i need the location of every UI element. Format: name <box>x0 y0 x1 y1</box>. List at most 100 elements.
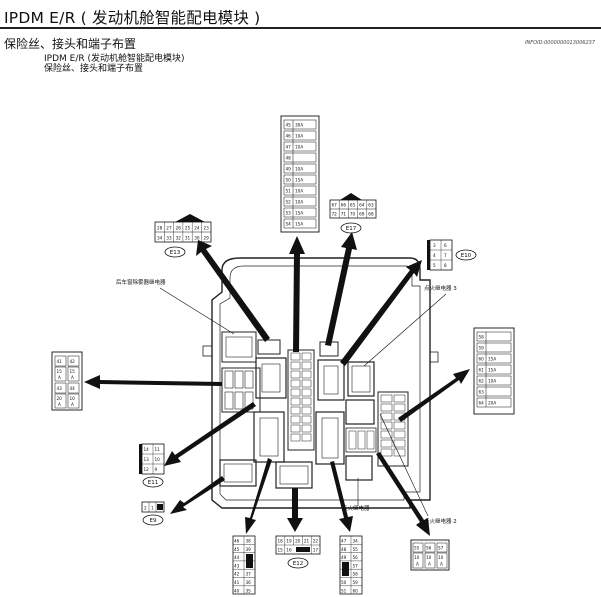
fuse-number: 49 <box>286 167 292 172</box>
terminal-pin: 43 <box>234 563 240 568</box>
e13-pin: 27 <box>166 226 172 231</box>
fuse-number: 52 <box>286 200 292 205</box>
e11-pin: 11 <box>155 447 161 452</box>
connector-e12: 18 19 20 21 22 15 16 17 E12 <box>275 535 321 569</box>
ipdm-housing <box>202 257 439 509</box>
fuse-unit: A <box>71 402 74 407</box>
terminal-pin: 38 <box>246 539 252 544</box>
terminal-pin: 57 <box>353 563 359 568</box>
section-heading: 保险丝、接头和端子布置 <box>4 37 137 51</box>
e10-pin: 3 <box>433 243 436 248</box>
fuse-number: 53 <box>286 211 292 216</box>
fuse-rating: 30A <box>295 123 303 128</box>
fuse-number: 59 <box>479 346 485 351</box>
e13-pin: 33 <box>166 236 172 241</box>
e12-pin: 19 <box>286 539 292 544</box>
e11-label: E11 <box>148 480 158 486</box>
connector-e17: 67 66 65 64 63 72 71 70 69 68 E17 <box>329 193 377 234</box>
fuse-rating: 10A <box>295 145 303 150</box>
fuse-rating: 15A <box>295 211 303 216</box>
fuse-number: 48 <box>286 156 292 161</box>
terminal-pin: 45 <box>234 547 240 552</box>
terminal-pin: 55 <box>353 547 359 552</box>
fuse-block-bottom-right: 55 56 57 10 10 10 A A A <box>410 539 450 571</box>
e17-pin: 71 <box>341 212 347 217</box>
connector-e13: 28 27 26 25 24 23 34 33 32 31 30 29 E13 <box>154 214 212 258</box>
e12-pin: 20 <box>295 539 301 544</box>
fuse-number: 47 <box>286 145 292 150</box>
terminal-pin: 41 <box>234 580 240 585</box>
terminal-pin: 58 <box>353 572 359 577</box>
fuse-rating: 10A <box>295 200 303 205</box>
terminal-pin: 46 <box>234 539 240 544</box>
fuse-number: 44 <box>70 386 76 391</box>
e13-pin: 24 <box>194 226 200 231</box>
fuse-rating: 15 <box>70 369 76 374</box>
fuse-number: 57 <box>438 546 444 551</box>
fuse-unit: A <box>440 562 443 567</box>
e12-pin: 21 <box>304 539 310 544</box>
fuse-block-left: 41 42 15 A 15 A 43 44 20 A 10 A <box>51 351 83 411</box>
subtitle-line-2: 保险丝、接头和端子布置 <box>44 64 144 74</box>
fuse-unit: A <box>58 375 61 380</box>
e13-pin: 25 <box>185 226 191 231</box>
fuse-block-right: 58 59 60 15A 61 15A 62 10A 63 64 20A <box>473 327 515 415</box>
terminal-column-a: 46 38 45 39 44 43 42 37 41 36 40 35 <box>232 535 256 595</box>
terminal-pin: 60 <box>353 588 359 593</box>
e9-pin: 2 <box>144 506 147 511</box>
terminal-pin: 39 <box>246 547 252 552</box>
fuse-number: 43 <box>57 386 63 391</box>
e17-pin: 67 <box>332 203 338 208</box>
fuse-number: 56 <box>426 546 432 551</box>
fuse-number: 46 <box>286 134 292 139</box>
e10-pin: 5 <box>433 263 436 268</box>
fuse-number: 55 <box>414 546 420 551</box>
e13-pin: 30 <box>194 236 200 241</box>
connector-e11: 14 11 13 10 12 9 E11 <box>139 443 165 488</box>
fuse-number: 62 <box>479 379 485 384</box>
fuse-rating: 10 <box>426 555 432 560</box>
e17-pin: 66 <box>341 203 347 208</box>
terminal-column-b: 47 34 48 55 49 56 57 58 50 59 51 60 <box>339 535 363 595</box>
leader-lines <box>159 287 447 517</box>
page-title: IPDM E/R ( 发动机舱智能配电模块 ) <box>4 9 261 27</box>
e17-pin: 70 <box>350 212 356 217</box>
connector-e9: 2 1 E9 <box>141 501 165 526</box>
fuse-unit: A <box>416 562 419 567</box>
fuse-number: 58 <box>479 335 485 340</box>
fuse-rating: 10A <box>295 189 303 194</box>
e17-pin: 69 <box>359 212 365 217</box>
fuse-number: 42 <box>70 359 76 364</box>
e13-pin: 32 <box>176 236 182 241</box>
fuse-number: 60 <box>479 357 485 362</box>
fuse-rating: 15A <box>295 178 303 183</box>
e12-pin: 22 <box>313 539 319 544</box>
terminal-pin: 47 <box>341 539 347 544</box>
connector-e10: 3 6 4 7 5 8 E10 <box>427 239 477 271</box>
terminal-pin: 59 <box>353 580 359 585</box>
e10-pin: 8 <box>444 263 447 268</box>
fuse-rating: 10 <box>70 396 76 401</box>
e12-pin: 16 <box>286 548 292 553</box>
subtitle-line-1: IPDM E/R (发动机舱智能配电模块) <box>44 54 185 64</box>
e10-pin: 7 <box>444 253 447 258</box>
fuse-block-top: 45 30A 46 10A 47 10A 48 49 10A 50 15A 51… <box>280 115 320 233</box>
e17-pin: 65 <box>350 203 356 208</box>
label-ignition-relay: 点火继电器 <box>342 504 370 512</box>
fuse-rating: 10 <box>438 555 444 560</box>
terminal-pin: 44 <box>234 555 240 560</box>
terminal-pin: 48 <box>341 547 347 552</box>
fuse-number: 63 <box>479 390 485 395</box>
title-rule <box>0 27 601 29</box>
e13-pin: 31 <box>185 236 191 241</box>
e11-pin: 13 <box>144 457 150 462</box>
terminal-pin: 37 <box>246 572 252 577</box>
fuse-rating: 15A <box>488 368 496 373</box>
fuse-number: 64 <box>479 401 485 406</box>
fuse-rating: 10 <box>414 555 420 560</box>
fuse-number: 54 <box>286 222 292 227</box>
fuse-unit: A <box>428 562 431 567</box>
terminal-pin: 50 <box>341 580 347 585</box>
fuse-unit: A <box>58 402 61 407</box>
e17-pin: 72 <box>332 212 338 217</box>
